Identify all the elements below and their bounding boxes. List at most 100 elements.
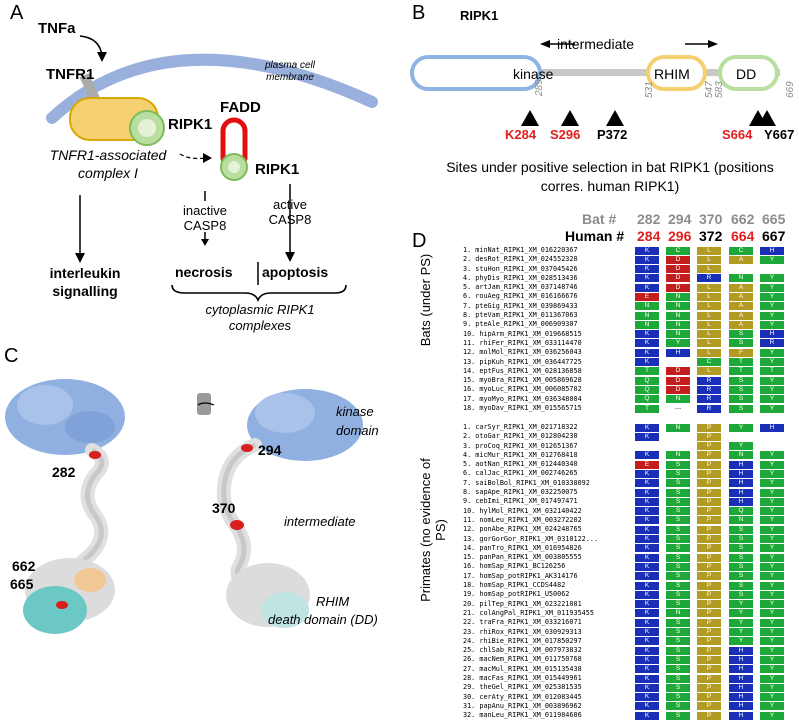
- residue-cell: P: [697, 469, 721, 478]
- residue-cell: K: [635, 274, 659, 283]
- ripk1-a-label: RIPK1: [168, 116, 213, 133]
- residue-cell: H: [729, 488, 753, 497]
- inactive-casp8-label: inactive CASP8: [182, 203, 228, 233]
- residue-cell: D: [666, 385, 690, 394]
- residue-cell: Y: [760, 609, 784, 618]
- dd-teal-left: [23, 586, 87, 634]
- residue-cell: N: [729, 274, 753, 283]
- residue-cell: H: [729, 711, 753, 720]
- residue-cell: S: [666, 562, 690, 571]
- sequence-name: 17. homSap_potRIPK1_AK314176: [463, 571, 578, 580]
- kinase-label-b: kinase: [513, 66, 554, 82]
- kinase-domain-label-c: kinase domain: [336, 404, 379, 438]
- residue-cell: [729, 433, 753, 441]
- residue-cell: K: [635, 432, 659, 441]
- sequence-name: 14. eptFus_RIPK1_XM_028136858: [463, 366, 582, 375]
- residue-cell: Y: [760, 479, 784, 488]
- residue-cell: K: [635, 553, 659, 562]
- interleukin-label: interleukin signalling: [49, 265, 121, 299]
- dd-label-b: DD: [736, 66, 757, 82]
- residue-cell: K: [635, 683, 659, 692]
- residue-cell: P: [697, 572, 721, 581]
- residue-cell: Y: [760, 525, 784, 534]
- residue-cell: P: [697, 460, 721, 469]
- human-prefix: Human #: [565, 228, 625, 244]
- tnfa-label: TNFa: [38, 20, 76, 37]
- residue-cell: H: [729, 683, 753, 692]
- sequence-name: 15. panPan_RIPK1_XM_003805555: [463, 553, 582, 562]
- sequence-name: 19. homSap_potRIPK1_U50062: [463, 590, 570, 599]
- residue-cell: L: [697, 302, 721, 311]
- residue-cell: K: [635, 628, 659, 637]
- residue-cell: L: [697, 311, 721, 320]
- sequence-name: 18. myoDav_RIPK1_XM_015565715: [463, 404, 582, 413]
- residue-cell: R: [760, 339, 784, 348]
- sequence-name: 1. minNat_RIPK1_XM_016220367: [463, 246, 578, 254]
- residue-cell: K: [635, 693, 659, 702]
- residue-cell: K: [635, 497, 659, 506]
- apoptosis-label: apoptosis: [262, 264, 329, 280]
- site-662-label: 662: [12, 558, 36, 574]
- residue-cell: K: [635, 562, 659, 571]
- residue-cell: Y: [760, 535, 784, 544]
- plasma-membrane: [46, 53, 378, 124]
- residue-cell: L: [697, 246, 721, 255]
- residue-cell: S: [666, 525, 690, 534]
- residue-cell: S: [729, 590, 753, 599]
- residue-cell: S: [729, 395, 753, 404]
- residue-cell: ---: [674, 404, 682, 412]
- sequence-name: 5. aotNan_RIPK1_XM_012440340: [463, 460, 578, 469]
- residue-cell: P: [697, 628, 721, 637]
- site-370-label: 370: [212, 500, 236, 516]
- residue-cell: T: [760, 367, 784, 376]
- dd-domain: [718, 55, 779, 91]
- residue-cell: Y: [729, 423, 753, 432]
- arrow-interleukin: [75, 253, 85, 263]
- residue-cell: N: [666, 423, 690, 432]
- residue-cell: N: [635, 320, 659, 329]
- bat-282: 282: [637, 211, 661, 227]
- site-triangle-372: [606, 110, 624, 126]
- residue-cell: S: [666, 702, 690, 711]
- residue-cell: Y: [760, 283, 784, 292]
- sequence-name: 13. pipKuh_RIPK1_XM_036447725: [463, 357, 582, 366]
- residue-cell: K: [635, 339, 659, 348]
- residue-cell: D: [666, 255, 690, 264]
- residue-cell: P: [697, 479, 721, 488]
- ripk1-domain-map: [410, 40, 780, 126]
- residue-cell: S: [666, 553, 690, 562]
- site-294-label: 294: [258, 442, 282, 458]
- residue-cell: R: [697, 404, 721, 413]
- residue-cell: A: [729, 255, 753, 264]
- residue-cell: N: [666, 302, 690, 311]
- residue-cell: S: [729, 376, 753, 385]
- bat-prefix: Bat #: [582, 211, 617, 227]
- panel-a-label: A: [10, 2, 24, 24]
- intermediate-label-b: intermediate: [557, 36, 635, 52]
- residue-cell: H: [729, 674, 753, 683]
- site-y667: Y667: [764, 127, 795, 142]
- residue-cell: D: [666, 367, 690, 376]
- residue-cell: K: [635, 469, 659, 478]
- pos-289: 289: [534, 79, 545, 96]
- residue-cell: L: [697, 320, 721, 329]
- residue-cell: S: [729, 535, 753, 544]
- sequence-name: 11. rhiFer_RIPK1_XM_033114470: [463, 338, 582, 347]
